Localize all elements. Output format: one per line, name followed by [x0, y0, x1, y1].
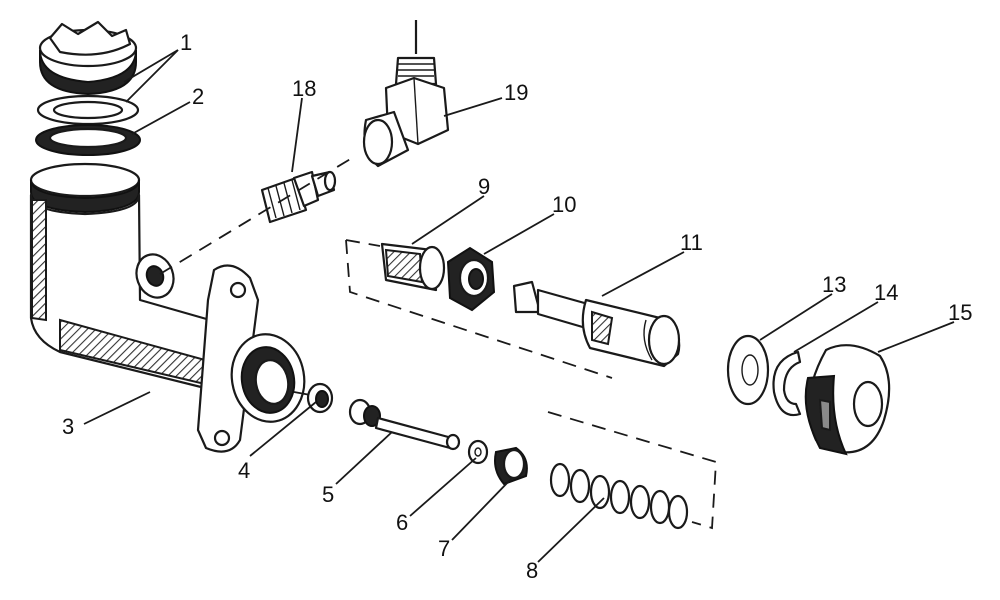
part-elbow-fitting — [362, 20, 450, 168]
assembly-lines — [159, 157, 717, 530]
callout-15: 15 — [948, 300, 972, 325]
callout-2: 2 — [192, 84, 204, 109]
callout-8: 8 — [526, 558, 538, 583]
part-dust-boot — [804, 344, 891, 456]
callout-6: 6 — [396, 510, 408, 535]
callout-19: 19 — [504, 80, 528, 105]
part-union-fitting — [260, 170, 337, 224]
part-reservoir-cap — [36, 20, 140, 126]
part-cylinder-body — [29, 162, 306, 453]
callout-3: 3 — [62, 414, 74, 439]
part-seal-washer — [35, 124, 141, 156]
part-piston — [512, 280, 681, 368]
callout-14: 14 — [874, 280, 898, 305]
leader-lines — [83, 49, 955, 563]
part-spring — [549, 462, 689, 530]
callout-7: 7 — [438, 536, 450, 561]
callout-13: 13 — [822, 272, 846, 297]
part-push-rod — [348, 398, 461, 451]
part-spring-seat — [494, 446, 528, 486]
part-flat-washer — [726, 334, 770, 406]
callout-1: 1 — [180, 30, 192, 55]
callout-9: 9 — [478, 174, 490, 199]
part-valve-cage — [380, 242, 446, 292]
part-washer — [467, 439, 489, 465]
callout-11: 11 — [680, 230, 703, 255]
part-nut — [446, 246, 496, 312]
part-small-seal — [306, 382, 334, 414]
callout-labels: 1 2 3 4 5 6 7 8 9 10 11 13 14 15 18 19 — [62, 30, 972, 583]
callout-10: 10 — [552, 192, 576, 217]
callout-18: 18 — [292, 76, 316, 101]
callout-4: 4 — [238, 458, 250, 483]
callout-5: 5 — [322, 482, 334, 507]
part-circlip — [772, 350, 802, 417]
